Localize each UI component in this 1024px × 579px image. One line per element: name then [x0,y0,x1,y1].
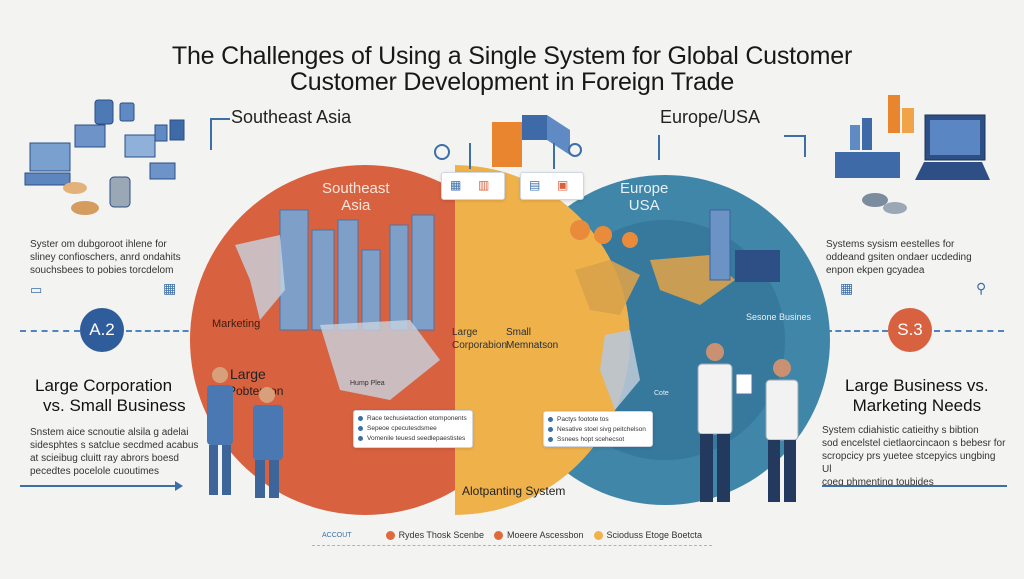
center-box-icons [434,115,582,167]
businessmen-left-icon [207,367,283,498]
legend-dot-2 [493,531,503,541]
right-description: Systems sysism eestelles for oddeand gsi… [826,239,972,276]
label-large-corp: Large Corporabion [452,327,508,351]
right-body: System cdiahistic catieithy s bibtion so… [822,425,1006,488]
left-dashed-line [20,330,80,332]
calculator-icon-right: ▦ [840,280,854,296]
left-body: Snstem aice scnoutie alsila g adelai sid… [30,427,199,477]
left-description: Syster om dubgoroot ihlene for sliney co… [30,239,181,276]
server-cluster-icon [24,99,185,215]
legend-dot-1 [385,531,395,541]
label-small: Small Memnatson [506,327,559,351]
label-seonme: Sesone Busines [746,312,812,322]
right-dashed-line [826,330,888,332]
label-cote: Cote [654,390,669,397]
center-connector-left [469,143,471,169]
center-connector-right [553,143,555,169]
presentation-icon: ▭ [30,282,43,297]
legend-item-3: Scioduss Etoge Boetcta [593,530,702,541]
grid-icon: ▦ [450,178,462,192]
laptop-chart-icon [835,95,990,214]
info-card-right: Pactys footote tos Nesative stoel sivg p… [543,411,653,447]
right-dashed-line-2 [934,330,1004,332]
bar-icon: ▥ [478,178,490,192]
right-arrow-line [822,485,1007,487]
badge-s3: S.3 [888,308,932,352]
legend: ACCOUT Rydes Thosk Scenbe Moeere Ascessb… [322,528,712,542]
left-dashed-line-2 [126,330,198,332]
page-title-line-1: The Challenges of Using a Single System … [171,42,853,70]
legend-underline [312,545,712,546]
badge-a2: A.2 [80,308,124,352]
europe-connector [658,135,660,160]
bag-icon: ▣ [557,178,569,192]
asia-arrow [210,118,230,150]
pin-icon: ⚲ [976,280,987,296]
page-title-line-2: Customer Development in Foreign Trade [289,68,735,96]
legend-label: ACCOUT [322,531,352,539]
chart-icon: ▤ [529,178,541,192]
calculator-icon: ▦ [163,280,177,296]
left-arrow-line [20,485,175,487]
label-system: Alotpanting System [462,484,566,498]
center-card-right: ▤ ▣ [520,172,584,200]
left-heading: Large Corporation vs. Small Business [35,376,186,415]
circle-label-europe-usa: Europe USA [620,180,669,214]
center-card-left: ▦ ▥ [441,172,505,200]
left-arrow-head [175,481,183,491]
label-hump: Hump Plea [350,380,385,387]
businessmen-right-icon [697,343,799,502]
europe-arrow [784,135,806,157]
legend-item-2: Moeere Ascessbon [493,530,584,541]
circle-label-southeast-asia: Southeast Asia [322,180,390,214]
legend-dot-3 [593,531,603,541]
legend-item-1: Rydes Thosk Scenbe [385,530,484,541]
info-card-left: Race techusietaction etomponents Sepeoe … [353,410,473,448]
right-heading: Large Business vs. Marketing Needs [845,376,989,415]
region-europe-usa: Europe/USA [660,107,761,127]
label-large-a: Large [230,366,266,382]
region-southeast-asia: Southeast Asia [231,107,352,127]
label-marketing: Marketing [212,318,261,330]
